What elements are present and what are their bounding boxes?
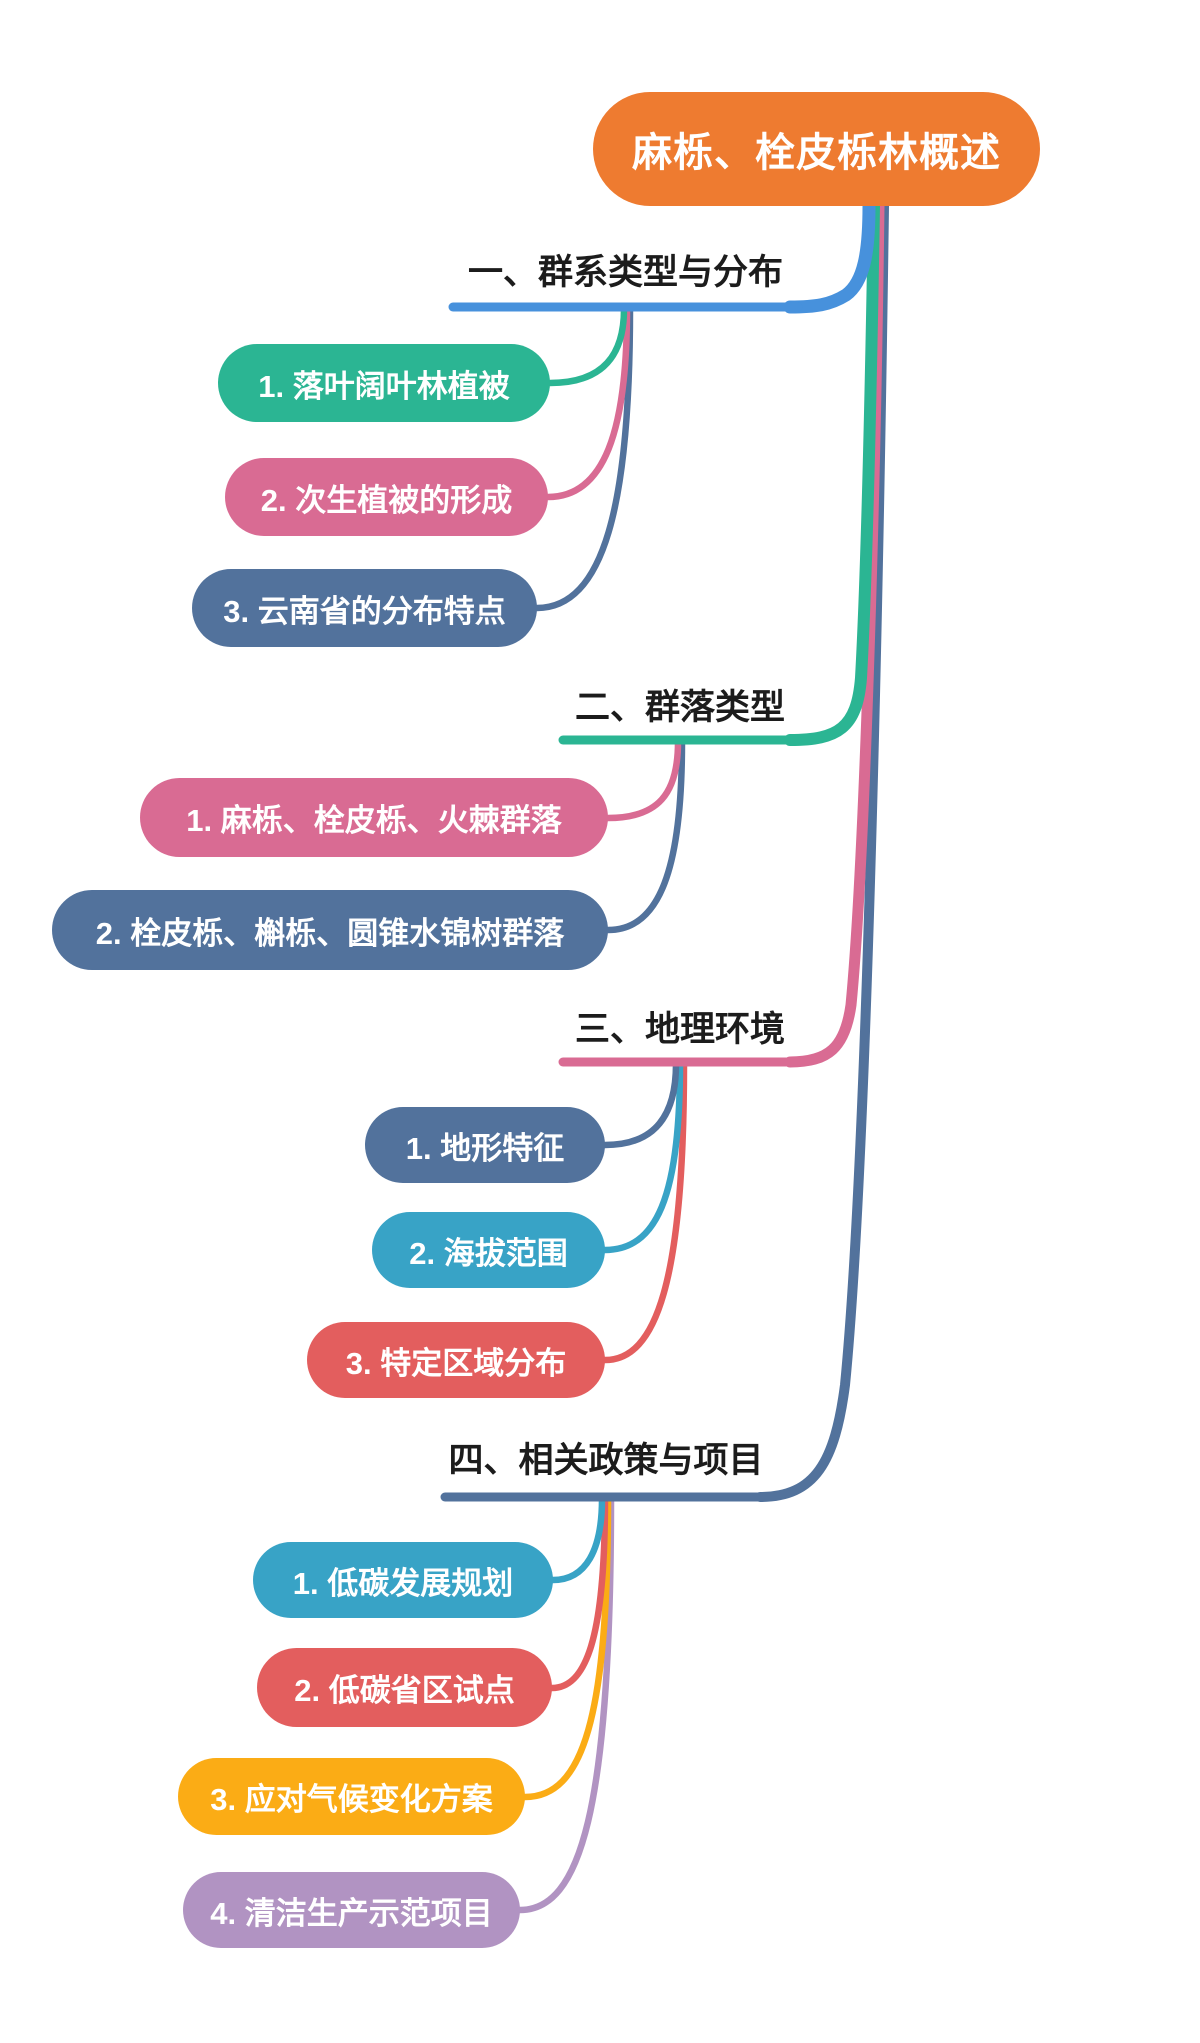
branch-3-child-1-node[interactable]: 1. 地形特征 [365,1107,605,1183]
branch-1-child-2-connector [544,305,631,501]
branch-2-topic[interactable]: 二、群落类型 [574,688,785,727]
branch-4-topic[interactable]: 四、相关政策与项目 [448,1441,764,1480]
branch-1-child-3-node[interactable]: 3. 云南省的分布特点 [192,569,537,647]
branch-2-child-1-connector [604,738,682,822]
branch-2-child-2-connector [604,738,686,934]
branch-1-child-3-connector [533,305,634,612]
branch-4-child-4-node[interactable]: 4. 清洁生产示范项目 [183,1872,520,1948]
branch-3-child-2-node[interactable]: 2. 海拔范围 [372,1212,605,1288]
branch-4-child-3-connector [521,1495,612,1801]
branch-3-topic[interactable]: 三、地理环境 [574,1010,785,1049]
branch-4-child-4-connector [516,1495,615,1914]
branch-2-child-1-node[interactable]: 1. 麻栎、栓皮栎、火棘群落 [140,778,608,857]
branch-4-child-3-node[interactable]: 3. 应对气候变化方案 [178,1758,525,1835]
branch-2-child-2-node[interactable]: 2. 栓皮栎、槲栎、圆锥水锦树群落 [52,890,608,970]
branch-4-child-2-connector [548,1495,609,1692]
branch-1-child-2-node[interactable]: 2. 次生植被的形成 [225,458,548,536]
branch-1-child-1-node[interactable]: 1. 落叶阔叶林植被 [218,344,550,422]
branch-4-child-1-connector [549,1495,606,1584]
branch-4-child-2-node[interactable]: 2. 低碳省区试点 [257,1648,552,1727]
root-topic[interactable]: 麻栎、栓皮栎林概述 [593,92,1040,206]
branch-4-child-1-node[interactable]: 1. 低碳发展规划 [253,1542,553,1618]
branch-3-child-3-node[interactable]: 3. 特定区域分布 [307,1322,605,1398]
trunk-branch-2-connector [784,200,880,746]
trunk-branch-4-connector [755,201,889,1502]
branch-3-child-2-connector [601,1060,684,1254]
branch-3-child-1-connector [601,1060,680,1149]
branch-3-child-3-connector [601,1060,688,1364]
trunk-branch-1-connector [783,199,876,314]
branch-1-child-1-connector [546,305,628,387]
branch-1-topic[interactable]: 一、群系类型与分布 [467,253,783,292]
